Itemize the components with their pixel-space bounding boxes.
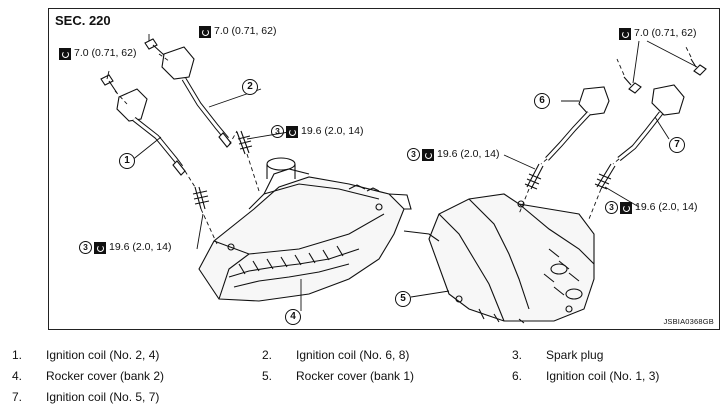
part-callout-2: 2 (242, 79, 258, 95)
legend-text: Ignition coil (No. 6, 8) (296, 348, 410, 362)
torque-wrench-icon (620, 201, 632, 214)
rocker-cover-bank1-drawing (403, 193, 595, 324)
torque-value: 19.6 (2.0, 14) (437, 148, 500, 160)
torque-wrench-icon (59, 47, 71, 60)
legend-text: Ignition coil (No. 5, 7) (46, 390, 160, 404)
bolts-drawing (100, 38, 707, 94)
torque-value: 7.0 (0.71, 62) (634, 27, 697, 39)
exploded-diagram: SEC. 220 7.0 (0.71, 62) 7.0 (0.71, 62) 7… (48, 8, 720, 330)
torque-wrench-icon (286, 125, 298, 138)
parts-legend: 1. Ignition coil (No. 2, 4) 2. Ignition … (0, 340, 725, 410)
torque-label: 3 19.6 (2.0, 14) (605, 201, 697, 214)
torque-label: 3 19.6 (2.0, 14) (407, 148, 499, 161)
rocker-cover-bank2-drawing (198, 157, 412, 302)
legend-number: 3. (512, 348, 523, 362)
legend-text: Rocker cover (bank 1) (296, 369, 415, 383)
part-callout-7: 7 (669, 137, 685, 153)
torque-wrench-icon (422, 148, 434, 161)
spark-plug-callout: 3 (271, 125, 284, 138)
legend-number: 7. (12, 390, 23, 404)
legend-text: Spark plug (546, 348, 604, 362)
torque-label: 3 19.6 (2.0, 14) (79, 241, 171, 254)
legend-number: 6. (512, 369, 523, 383)
figure-code: JSBIA0368GB (663, 317, 714, 326)
ignition-coil-6-drawing (545, 86, 610, 161)
ignition-coil-7-drawing (617, 84, 685, 161)
torque-label: 7.0 (0.71, 62) (59, 47, 136, 60)
diagram-illustration (100, 34, 707, 324)
spark-plug-callout: 3 (407, 148, 420, 161)
legend-text: Rocker cover (bank 2) (46, 369, 165, 383)
torque-wrench-icon (619, 27, 631, 40)
legend-number: 1. (12, 348, 23, 362)
section-title: SEC. 220 (55, 13, 111, 28)
ignition-coil-2-drawing (161, 46, 232, 148)
legend-number: 2. (262, 348, 273, 362)
part-callout-1: 1 (119, 153, 135, 169)
torque-value: 19.6 (2.0, 14) (635, 201, 698, 213)
spark-plug-callout: 3 (605, 201, 618, 214)
leader-lines (106, 34, 698, 311)
legend-number: 5. (262, 369, 273, 383)
part-callout-5: 5 (395, 291, 411, 307)
spark-plugs-drawing (192, 130, 616, 210)
dashed-alignment-lines (114, 44, 692, 245)
torque-value: 7.0 (0.71, 62) (74, 47, 137, 59)
torque-label: 7.0 (0.71, 62) (199, 25, 276, 38)
spark-plug-callout: 3 (79, 241, 92, 254)
torque-label: 7.0 (0.71, 62) (619, 27, 696, 40)
legend-number: 4. (12, 369, 23, 383)
ignition-coil-1-drawing (116, 88, 186, 176)
torque-wrench-icon (94, 241, 106, 254)
torque-label: 3 19.6 (2.0, 14) (271, 125, 363, 138)
legend-text: Ignition coil (No. 2, 4) (46, 348, 160, 362)
torque-value: 19.6 (2.0, 14) (109, 241, 172, 253)
torque-value: 7.0 (0.71, 62) (214, 25, 277, 37)
torque-value: 19.6 (2.0, 14) (301, 125, 364, 137)
part-callout-6: 6 (534, 93, 550, 109)
part-callout-4: 4 (285, 309, 301, 325)
torque-wrench-icon (199, 25, 211, 38)
legend-text: Ignition coil (No. 1, 3) (546, 369, 660, 383)
